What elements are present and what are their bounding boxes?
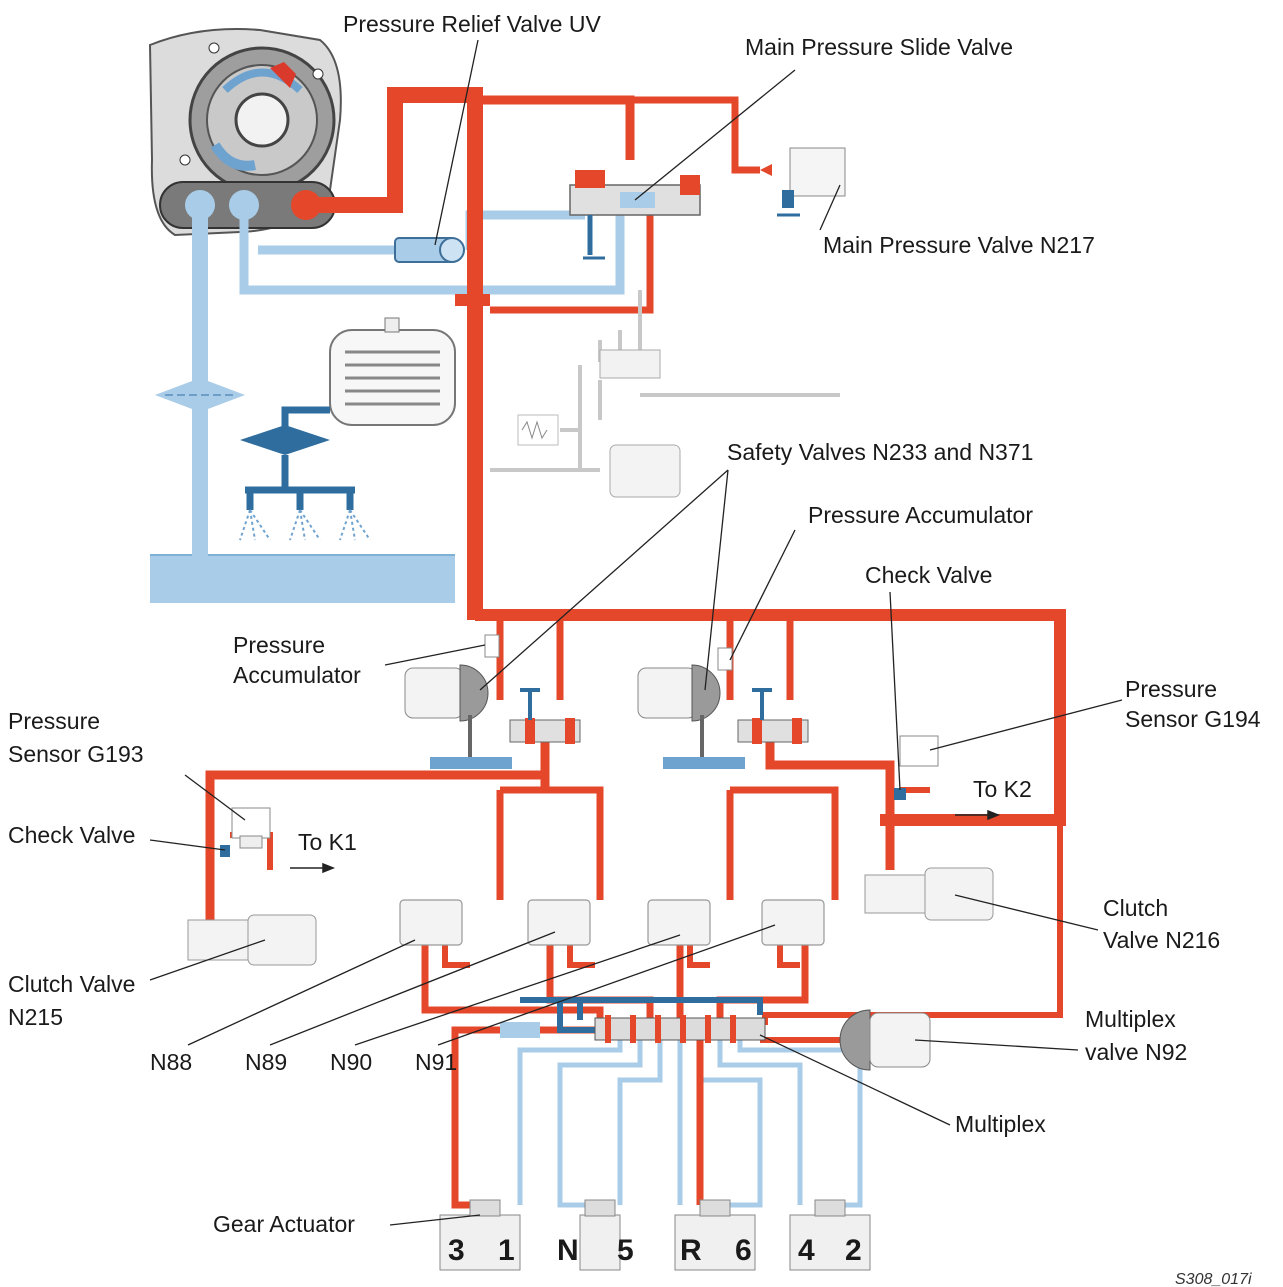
main-pressure-valve-n217 [760,148,845,215]
label-clutch-valve-n215-line1: Clutch Valve [8,971,135,997]
label-pressure-sensor-g194-line1: Pressure [1125,676,1217,702]
label-main-pressure-slide-valve: Main Pressure Slide Valve [745,34,1013,60]
label-n89: N89 [245,1049,287,1075]
label-main-pressure-valve: Main Pressure Valve N217 [823,232,1095,258]
solenoid-valves [400,900,824,945]
label-n90: N90 [330,1049,372,1075]
label-to-k1: To K1 [298,829,357,855]
accumulator-valve-right [738,690,808,744]
label-multiplex-valve-line2: valve N92 [1085,1039,1187,1065]
label-pressure-sensor-g193-line1: Pressure [8,708,100,734]
safety-valve-n371 [638,648,745,769]
gear-label: 5 [617,1234,634,1267]
label-pressure-accumulator-left-line1: Pressure [233,632,325,658]
gear-labels: 3 1 N 5 R 6 4 2 [448,1234,862,1267]
label-check-valve-right: Check Valve [865,562,992,588]
pressure-relief-valve [395,238,464,262]
clutch-valve-n216 [865,868,993,920]
gear-label: N [557,1234,579,1267]
gear-label: 4 [798,1234,815,1267]
oil-cooler [330,318,455,425]
label-pressure-sensor-g194-line2: Sensor G194 [1125,706,1261,732]
safety-valve-n233 [405,635,512,769]
accumulator-valve-left [510,690,580,744]
label-safety-valves: Safety Valves N233 and N371 [727,439,1033,465]
clutch-valve-n215 [188,915,316,965]
pressure-sensor-g193 [220,808,270,857]
gear-label: 2 [845,1234,862,1267]
label-pressure-accumulator-left-line2: Accumulator [233,662,361,688]
label-multiplex-valve-line1: Multiplex [1085,1006,1176,1032]
label-pressure-accumulator-right: Pressure Accumulator [808,502,1033,528]
gear-label: 6 [735,1234,752,1267]
label-multiplex: Multiplex [955,1111,1046,1137]
gear-label: 1 [498,1234,515,1267]
label-check-valve-left: Check Valve [8,822,135,848]
label-to-k2: To K2 [973,776,1032,802]
label-n88: N88 [150,1049,192,1075]
gear-label: 3 [448,1234,465,1267]
label-clutch-valve-n216-line2: Valve N216 [1103,927,1220,953]
label-pressure-relief-valve: Pressure Relief Valve UV [343,11,601,37]
label-pressure-sensor-g193-line2: Sensor G193 [8,741,144,767]
label-gear-actuator: Gear Actuator [213,1211,355,1237]
spray-assembly [240,410,370,540]
figure-code: S308_017i [1175,1271,1252,1287]
label-n91: N91 [415,1049,457,1075]
main-pressure-slide-valve [570,170,700,258]
label-clutch-valve-n216-line1: Clutch [1103,895,1168,921]
grey-subcircuit [490,290,840,497]
multiplex [595,1015,765,1043]
gear-label: R [680,1234,702,1267]
label-clutch-valve-n215-line2: N215 [8,1004,63,1030]
oil-sump [150,555,455,603]
